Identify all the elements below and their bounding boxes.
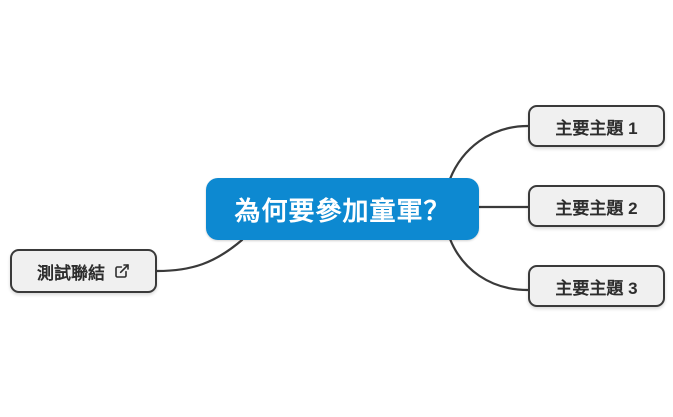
main-topic-1-label: 主要主題 1 xyxy=(555,118,638,138)
root-topic-node[interactable]: 為何要參加童軍？ xyxy=(206,178,479,240)
test-link-node[interactable]: 測試聯結 xyxy=(10,249,157,293)
main-topic-3-node[interactable]: 主要主題 3 xyxy=(528,265,665,307)
main-topic-2-node[interactable]: 主要主題 2 xyxy=(528,185,665,227)
connector-root-to-topic-3 xyxy=(448,237,530,292)
root-topic-label: 為何要參加童軍？ xyxy=(234,195,451,226)
external-link-icon[interactable] xyxy=(114,263,130,279)
main-topic-2-label: 主要主題 2 xyxy=(555,198,638,218)
connector-link-to-root xyxy=(155,238,244,273)
test-link-label: 測試聯結 xyxy=(37,263,105,283)
connector-root-to-topic-1 xyxy=(448,124,530,181)
main-topic-3-label: 主要主題 3 xyxy=(555,278,638,298)
main-topic-1-node[interactable]: 主要主題 1 xyxy=(528,105,665,147)
